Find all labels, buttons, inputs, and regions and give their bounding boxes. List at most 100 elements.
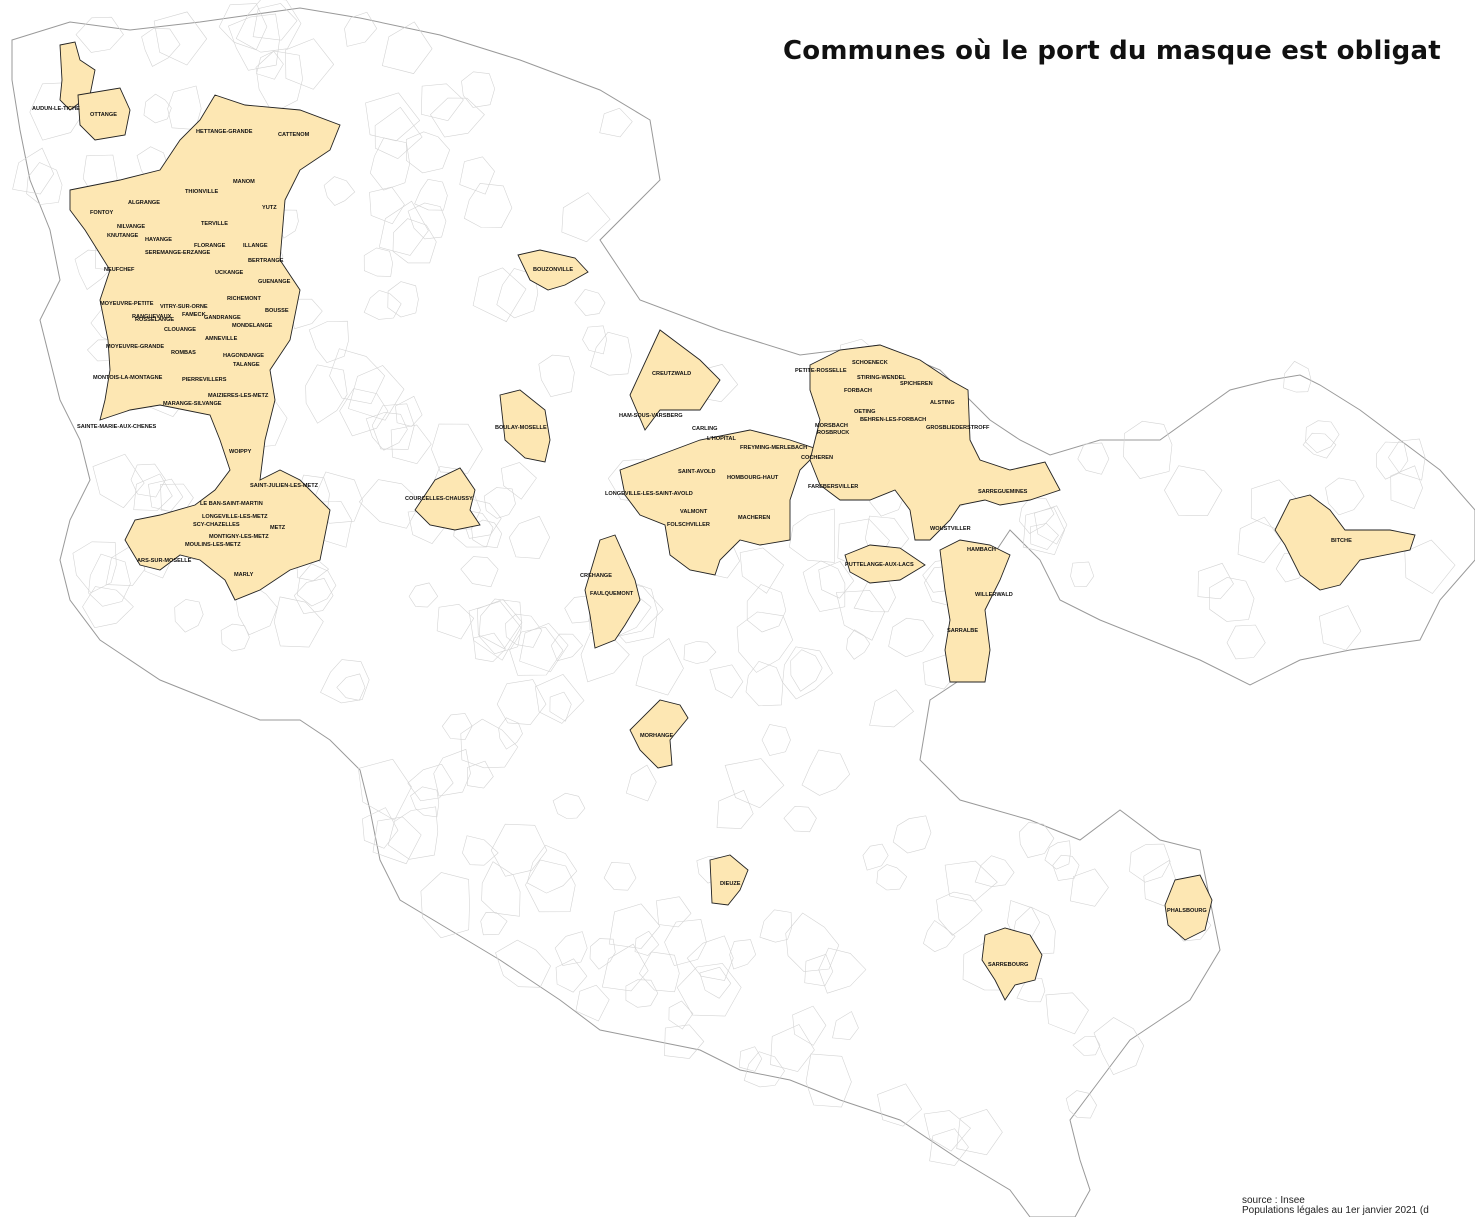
commune-boundary [508,515,551,559]
commune-boundary [835,590,886,641]
commune-boundary [738,1046,763,1072]
commune-boundary [463,183,513,229]
highlighted-commune-area [629,329,721,431]
commune-boundary [699,966,732,999]
commune-boundary [1065,1090,1097,1119]
commune-label: BOUSSE [265,308,289,314]
commune-boundary [82,586,134,629]
commune-boundary [405,131,451,174]
commune-label: YUTZ [262,205,277,211]
commune-boundary [929,1128,969,1166]
commune-boundary [153,11,208,66]
commune-label: FAMECK [182,312,206,318]
commune-boundary [1070,561,1095,587]
highlighted-commune-area [69,94,341,601]
commune-boundary [608,903,661,949]
commune-boundary [805,1053,852,1108]
commune-boundary [392,218,437,264]
commune-boundary [525,859,576,913]
highlighted-commune-area [77,87,131,141]
commune-boundary [869,689,915,728]
commune-boundary [374,106,423,160]
commune-label: FAREBERSVILLER [808,484,858,490]
commune-boundary [1129,843,1171,883]
commune-boundary [390,424,432,465]
commune-label: FORBACH [844,388,872,394]
commune-boundary [936,891,983,936]
commune-boundary [635,638,684,696]
commune-boundary [745,660,784,707]
commune-label: FREYMING-MERLEBACH [740,445,807,451]
commune-boundary [526,844,578,894]
commune-label: SPICHEREN [900,381,933,387]
commune-boundary [1019,822,1055,858]
commune-boundary [92,453,145,509]
commune-label: SARREBOURG [988,962,1028,968]
commune-label: SEREMANGE-ERZANGE [145,250,211,256]
commune-label: BITCHE [1331,538,1352,544]
commune-boundary [790,649,823,692]
commune-label: HOMBOURG-HAUT [727,475,779,481]
commune-boundary [381,21,433,74]
commune-label: MOYEUVRE-PETITE [100,301,154,307]
commune-boundary [363,290,402,320]
commune-boundary [716,789,754,829]
commune-boundary [387,806,439,860]
highlighted-commune-area [809,344,1061,541]
commune-boundary [676,963,742,1017]
commune-label: ALSTING [930,400,955,406]
commune-boundary [783,805,817,833]
commune-boundary [1093,1017,1145,1075]
highlighted-commune-area [939,539,1011,683]
source-line-2: Populations légales au 1er janvier 2021 … [1242,1205,1429,1216]
commune-boundary [656,896,692,928]
commune-label: ALGRANGE [128,200,160,206]
commune-boundary [1226,624,1266,660]
commune-boundary [431,423,483,474]
commune-label: SARRALBE [947,628,978,634]
commune-boundary [1325,477,1365,516]
commune-label: GANDRANGE [204,315,241,321]
commune-boundary [818,561,855,599]
commune-label: CREHANGE [580,573,612,579]
commune-boundary [729,939,757,970]
commune-label: WILLERWALD [975,592,1013,598]
commune-boundary [785,912,840,972]
commune-label: ROSBRUCK [817,430,849,436]
commune-boundary [1388,438,1426,481]
commune-label: PETITE-ROSSELLE [795,368,847,374]
commune-boundary [818,947,867,994]
commune-boundary [26,162,63,205]
commune-boundary [436,603,475,640]
commune-label: ROMBAS [171,350,196,356]
commune-label: BOUZONVILLE [533,267,573,273]
commune-label: MOYEUVRE-GRANDE [106,344,164,350]
commune-label: MAIZIERES-LES-METZ [208,393,269,399]
commune-label: MONTIGNY-LES-METZ [209,534,269,540]
commune-boundary [788,508,835,563]
commune-label: HAYANGE [145,237,172,243]
commune-boundary [802,560,846,612]
commune-boundary [846,629,871,660]
commune-label: THIONVILLE [185,189,219,195]
commune-boundary [876,864,908,891]
commune-boundary [862,843,889,871]
commune-boundary [956,1109,1003,1156]
highlighted-commune-area [981,927,1043,1001]
commune-boundary [363,247,393,277]
commune-label: FLORANGE [194,243,226,249]
commune-boundary [371,403,415,450]
commune-label: BEHREN-LES-FORBACH [860,417,926,423]
commune-boundary [683,641,717,664]
commune-boundary [473,632,506,663]
commune-boundary [1077,442,1110,475]
highlighted-commune-area [844,544,926,584]
commune-label: RANGUEVAUX [132,314,172,320]
commune-boundary [273,596,324,648]
commune-boundary [339,388,389,437]
commune-label: FONTOY [90,210,113,216]
commune-boundary [804,953,834,987]
highlighted-commune-area [584,534,641,649]
commune-label: CLOUANGE [164,327,196,333]
